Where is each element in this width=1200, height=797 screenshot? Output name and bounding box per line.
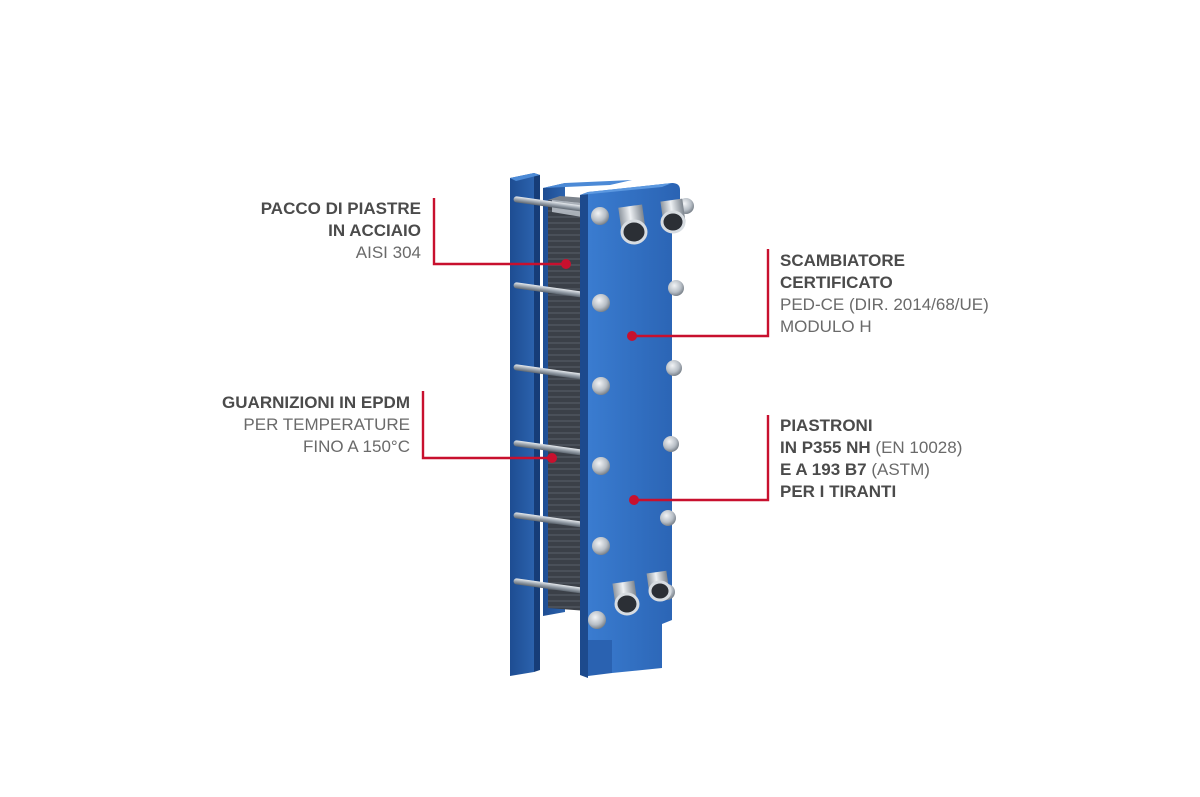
leader-frame-plates: [634, 415, 770, 502]
callout-frame-plates-line-1: PIASTRONI: [780, 416, 873, 435]
callout-certified-title-1: SCAMBIATORE: [780, 251, 905, 270]
back-frame-plate: [510, 173, 540, 676]
callout-frame-plates-material: IN P355 NH: [780, 438, 871, 457]
callout-frame-plates-line-3: E A 193 B7 (ASTM): [780, 459, 962, 481]
pipe-connections: [612, 198, 686, 616]
front-frame-plate: [580, 183, 680, 678]
leader-dot-plates: [561, 259, 571, 269]
callout-tie-rod-standard: (ASTM): [866, 460, 930, 479]
callout-certified: SCAMBIATORE CERTIFICATO PED-CE (DIR. 201…: [780, 250, 989, 338]
leader-dots: [547, 259, 639, 505]
callout-certified-title-2: CERTIFICATO: [780, 273, 893, 292]
callout-certified-detail-2: MODULO H: [780, 317, 872, 336]
callout-frame-plates-line-2: IN P355 NH (EN 10028): [780, 437, 962, 459]
callout-frame-plates: PIASTRONI IN P355 NH (EN 10028) E A 193 …: [780, 415, 962, 503]
callout-frame-plates-standard: (EN 10028): [870, 438, 963, 457]
callout-gaskets-title: GUARNIZIONI IN EPDM: [222, 393, 410, 412]
leader-dot-gaskets: [547, 453, 557, 463]
leader-certified: [632, 249, 770, 338]
callout-tie-rod-material: E A 193 B7: [780, 460, 867, 479]
callout-gaskets-detail-1: PER TEMPERATURE: [243, 415, 410, 434]
callout-certified-detail-1: PED-CE (DIR. 2014/68/UE): [780, 295, 989, 314]
callout-gaskets-detail-2: FINO A 150°C: [303, 437, 410, 456]
callout-plates-title-2: IN ACCIAIO: [328, 221, 421, 240]
callout-frame-plates-line-4: PER I TIRANTI: [780, 482, 897, 501]
leader-dot-certified: [627, 331, 637, 341]
leader-gaskets: [421, 391, 552, 460]
leader-dot-frame-plates: [629, 495, 639, 505]
callout-gaskets: GUARNIZIONI IN EPDM PER TEMPERATURE FINO…: [222, 392, 410, 458]
callout-plates-title-1: PACCO DI PIASTRE: [260, 199, 421, 218]
callout-plates-detail: AISI 304: [355, 243, 421, 262]
callout-plates: PACCO DI PIASTRE IN ACCIAIO AISI 304: [261, 198, 421, 264]
leader-plates: [432, 198, 566, 266]
leader-lines: [421, 198, 770, 502]
